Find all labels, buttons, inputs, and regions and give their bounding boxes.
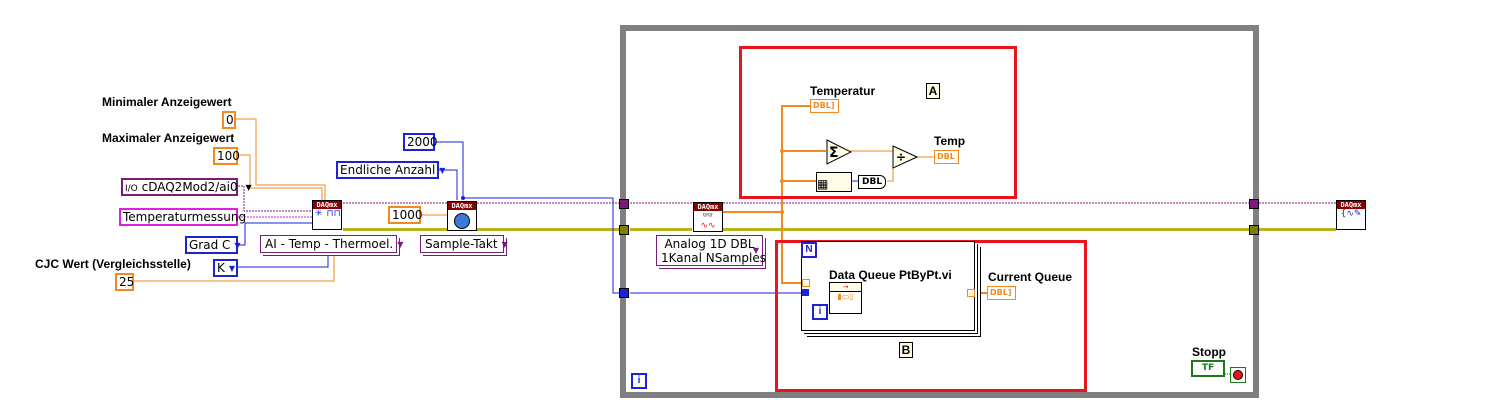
stop-icon <box>1233 370 1243 380</box>
while-loop[interactable] <box>620 25 1259 398</box>
clock-icon <box>454 213 470 229</box>
label-temp: Temp <box>934 134 966 148</box>
chevron-down-icon: ▼ <box>234 240 241 250</box>
wire-error-5 <box>1259 228 1336 231</box>
svg-text:Σ: Σ <box>829 145 839 161</box>
const-task-name[interactable]: Temperaturmessung <box>119 208 246 226</box>
tunnel-task <box>619 199 629 209</box>
for-tunnel-in <box>802 279 810 287</box>
label-cjc: CJC Wert (Vergleichsstelle) <box>35 257 191 271</box>
channel-value: cDAQ2Mod2/ai0 <box>141 180 238 194</box>
daqmx-create-channel[interactable]: DAQmx ✳⊓⊓ <box>312 200 342 230</box>
create-channel-icon: ✳⊓⊓ <box>315 209 341 219</box>
label-data-queue: Data Queue PtByPt.vi <box>829 268 952 282</box>
indicator-temperatur[interactable]: DBL] <box>810 99 839 113</box>
wire-error-2 <box>477 228 620 231</box>
daqmx-header: DAQmx <box>313 201 341 209</box>
convert-dbl-node[interactable]: DBL <box>858 175 887 189</box>
units-value: Grad C <box>189 238 231 252</box>
dbl-type: DBL <box>937 152 955 161</box>
for-tunnel-blue <box>802 289 809 296</box>
label-temperatur: Temperatur <box>810 84 876 98</box>
indicator-temp[interactable]: DBL <box>934 150 959 164</box>
const-mode[interactable]: Endliche Anzahl▼ <box>336 161 445 179</box>
chevron-down-icon: ▼ <box>228 263 236 273</box>
indicator-current-queue[interactable]: DBL] <box>987 286 1016 300</box>
io-icon: I/O <box>125 184 138 194</box>
svg-text:÷: ÷ <box>896 150 906 164</box>
glasses-icon: 👓∿∿ <box>700 211 716 231</box>
while-loop-iteration: i <box>631 373 647 389</box>
mode-value: Endliche Anzahl <box>340 163 436 177</box>
wire-channel <box>238 185 312 212</box>
chevron-down-icon: ▼ <box>501 240 508 249</box>
const-rate[interactable]: 1000 <box>388 206 423 224</box>
const-cjc[interactable]: 25 <box>115 273 134 291</box>
label-min-display: Minimaler Anzeigewert <box>102 95 232 109</box>
wire-data-queue <box>781 212 803 284</box>
wire-units <box>238 222 312 246</box>
read-line2: 1Kanal NSamples <box>661 251 766 265</box>
read-line1: Analog 1D DBL <box>664 237 755 251</box>
wire-samples <box>434 141 620 294</box>
const-units[interactable]: Grad C▼ <box>185 236 241 254</box>
daqmx-timing[interactable]: DAQmx <box>447 201 477 231</box>
timing-value: Sample-Takt <box>425 237 498 251</box>
chevron-down-icon: ▼ <box>397 240 404 249</box>
sum-array-node[interactable]: Σ <box>826 139 852 165</box>
const-tc-type[interactable]: K▼ <box>213 259 238 277</box>
for-loop-count: N <box>801 242 817 258</box>
label-max-display: Maximaler Anzeigewert <box>102 131 235 145</box>
wire-min <box>235 118 326 200</box>
daqmx-clear-task[interactable]: DAQmx {∿✎ <box>1336 200 1366 230</box>
array-size-node[interactable]: ▦ <box>816 172 852 192</box>
wire-cjc <box>133 252 335 282</box>
queue-header-icon: → <box>830 283 861 292</box>
ring-timing[interactable]: Sample-Takt▼ <box>420 235 508 253</box>
label-current-queue: Current Queue <box>988 270 1073 284</box>
const-min[interactable]: 0 <box>222 111 236 129</box>
daqmx-header: DAQmx <box>448 202 476 210</box>
chevron-down-icon: ▼ <box>439 165 446 175</box>
data-queue-subvi[interactable]: → ▮▭▯ <box>829 282 862 314</box>
const-channel[interactable]: I/O cDAQ2Mod2/ai0 ▼ <box>121 178 252 196</box>
tag-a: A <box>926 83 940 99</box>
tunnel-task-out <box>1249 199 1259 209</box>
dbl-type: DBL <box>813 101 831 110</box>
chevron-down-icon: ▼ <box>245 182 252 192</box>
queue-icon: ▮▭▯ <box>837 292 854 301</box>
array-icon: ▦ <box>817 177 829 191</box>
daqmx-header: DAQmx <box>1337 201 1365 209</box>
tag-b: B <box>899 342 913 358</box>
tunnel-error <box>619 225 629 235</box>
tunnel-error-out <box>1249 225 1259 235</box>
wire-error-4 <box>723 228 1250 231</box>
daqmx-read[interactable]: DAQmx 👓∿∿ <box>693 202 723 232</box>
wire-max <box>237 154 323 200</box>
tc-type-value: K <box>217 261 225 275</box>
const-samples[interactable]: 2000 <box>403 133 438 151</box>
wire-k <box>238 252 329 268</box>
wire-error-3 <box>630 228 692 231</box>
wire-error-1 <box>343 228 447 231</box>
dbl-type: DBL <box>990 288 1008 297</box>
wire-data <box>723 105 810 213</box>
highlight-box-a <box>739 46 1017 199</box>
create-channel-value: AI - Temp - Thermoel. <box>265 237 394 251</box>
chevron-down-icon: ▼ <box>752 246 759 255</box>
loop-condition[interactable] <box>1230 367 1246 383</box>
for-tunnel-out <box>967 289 975 297</box>
eraser-icon: {∿✎ <box>1340 209 1362 219</box>
divide-node[interactable]: ÷ <box>892 145 918 169</box>
for-loop-iteration: i <box>812 304 828 320</box>
daqmx-header: DAQmx <box>694 203 722 211</box>
ring-read[interactable]: Analog 1D DBL 1Kanal NSamples ▼ <box>656 235 766 266</box>
label-stopp: Stopp <box>1192 345 1226 359</box>
tunnel-samples <box>619 288 629 298</box>
ring-create-channel[interactable]: AI - Temp - Thermoel.▼ <box>260 235 403 253</box>
stop-button-control[interactable]: TF <box>1191 360 1225 377</box>
wire-mode <box>438 169 458 200</box>
const-max[interactable]: 100 <box>213 147 240 165</box>
